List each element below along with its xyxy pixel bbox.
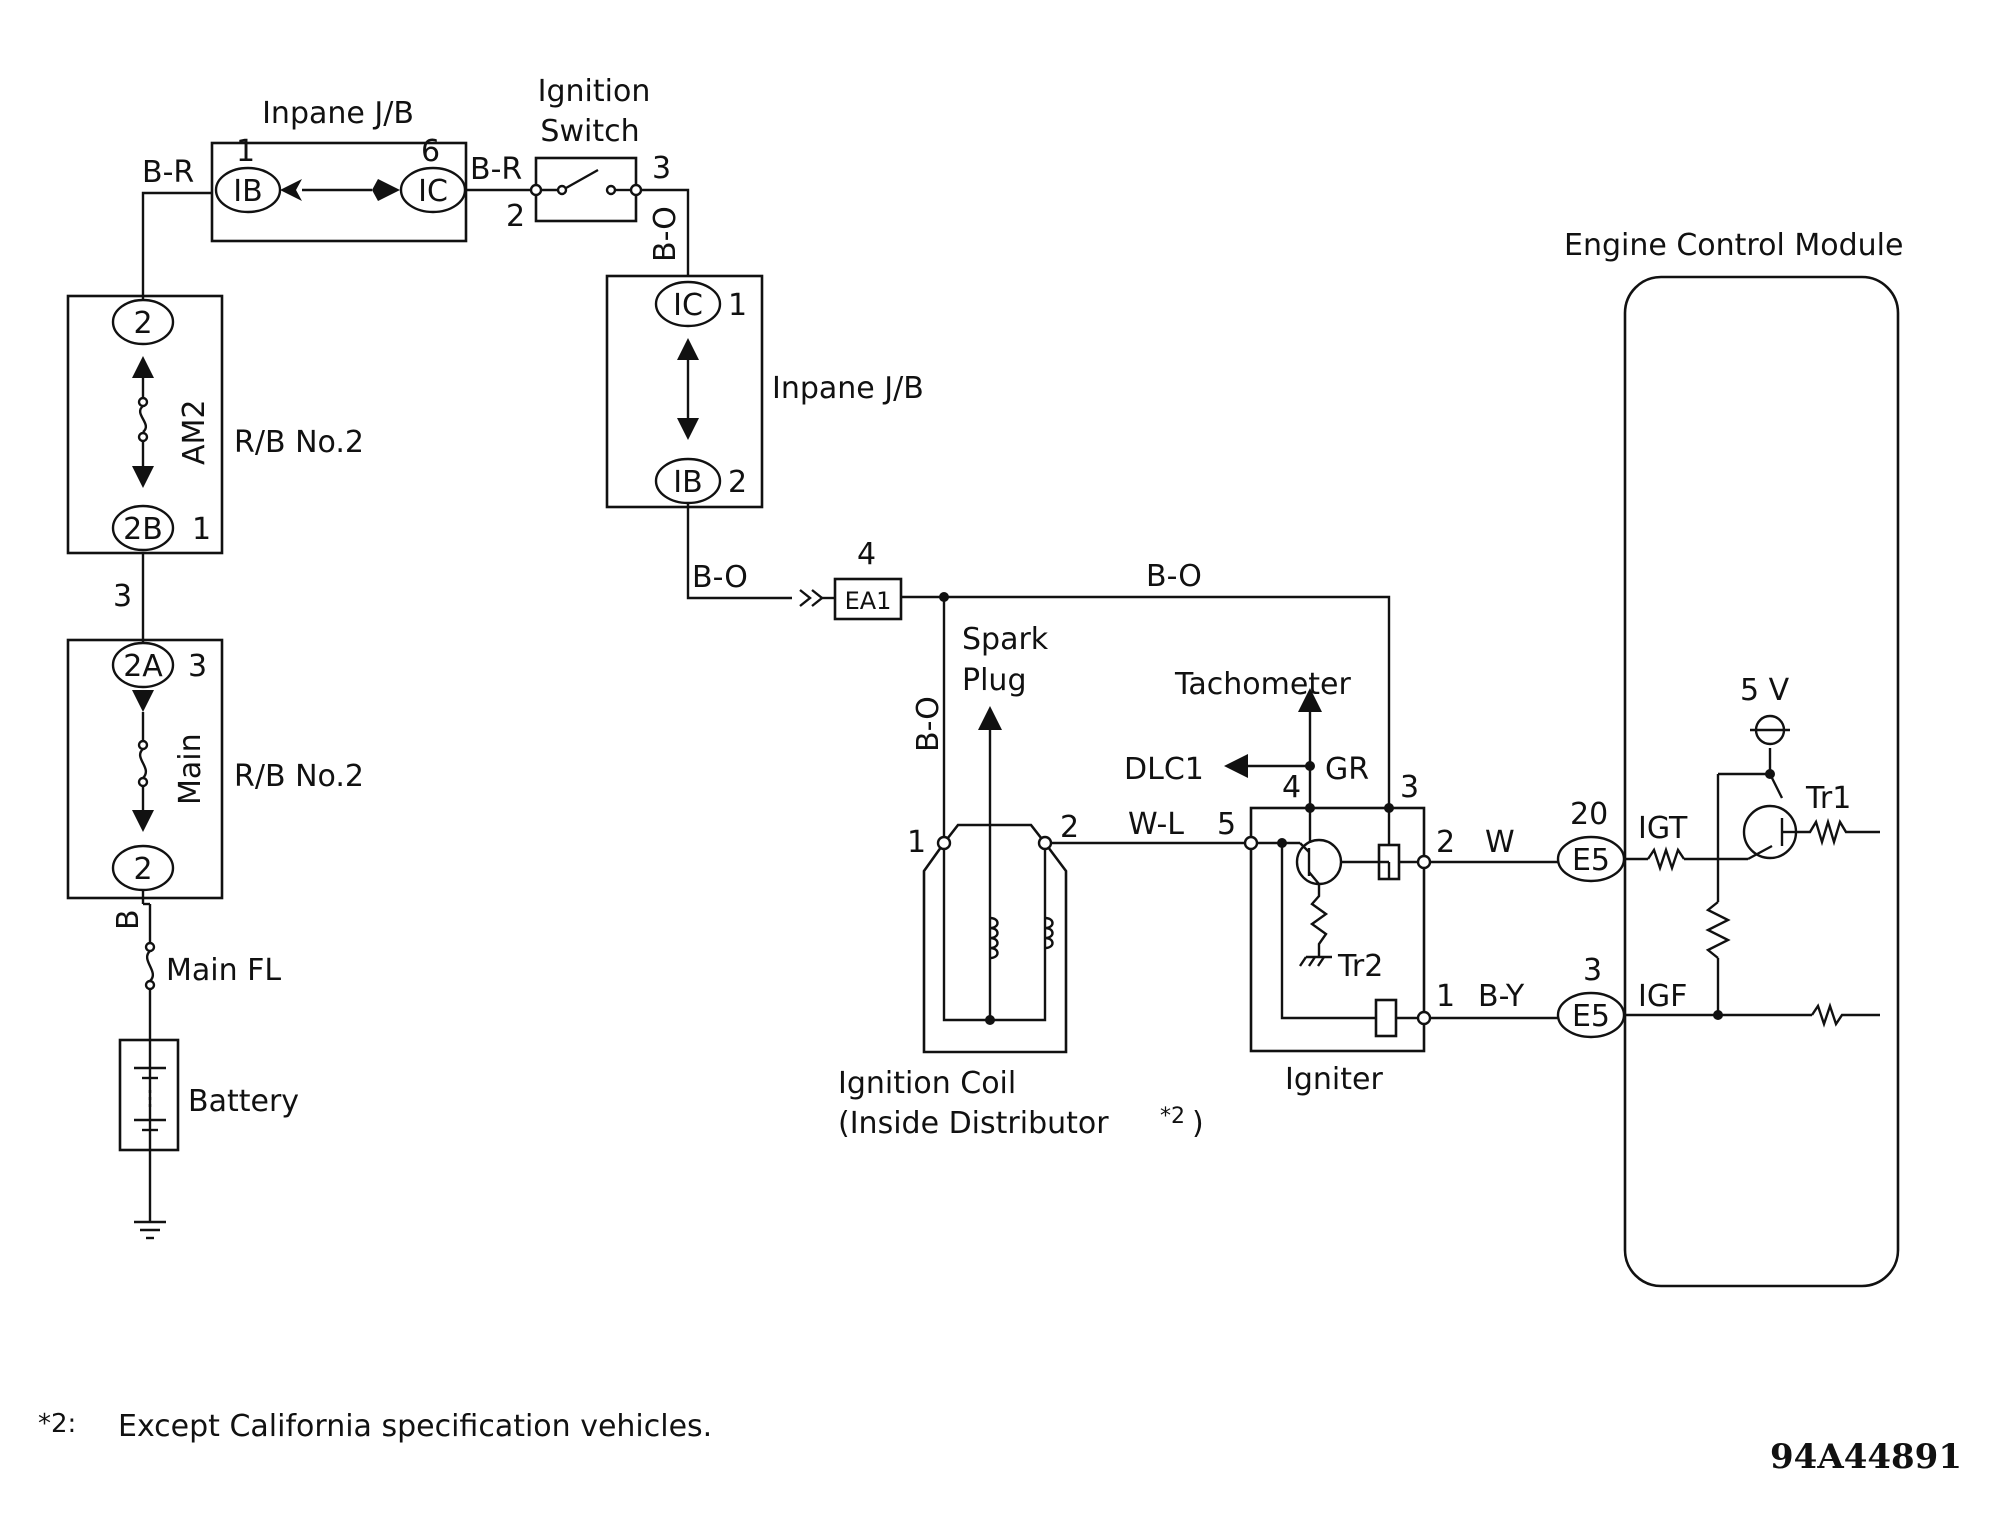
connector-2-lower-label: 2 — [133, 852, 152, 887]
inpane-jb-top-label: Inpane J/B — [262, 96, 414, 131]
wire-w-label: W — [1485, 825, 1515, 860]
battery-label: Battery — [188, 1084, 299, 1119]
battery — [118, 1038, 180, 1152]
pin-coil-1: 1 — [907, 825, 926, 860]
connector-ic-top-label: IC — [418, 174, 448, 209]
pin-ig-2: 2 — [1436, 825, 1455, 860]
connector-2a-label: 2A — [123, 649, 163, 684]
igf-label: IGF — [1638, 979, 1687, 1014]
pin-e5-20: 20 — [1570, 797, 1608, 832]
inpane-jb-right-box — [605, 274, 764, 509]
main-fl-label: Main FL — [166, 953, 281, 988]
ignition-coil-label-1: Ignition Coil — [838, 1066, 1016, 1101]
wire-br-label-2: B-R — [470, 152, 522, 187]
igniter-coil-lower — [1374, 998, 1398, 1038]
pin-mid-3: 3 — [113, 579, 132, 614]
pin-ig-5: 5 — [1217, 807, 1236, 842]
rb-no2-am2-box — [66, 294, 224, 555]
pin-coil-2: 2 — [1060, 810, 1079, 845]
pin-ib-2: 2 — [728, 465, 747, 500]
pin-e5-3: 3 — [1583, 953, 1602, 988]
spark-plug-label-1: Spark — [962, 622, 1049, 657]
connector-2b — [111, 504, 175, 552]
tachometer-label: Tachometer — [1174, 667, 1352, 702]
pin-ic-1: 1 — [728, 288, 747, 323]
connector-2-upper-label: 2 — [133, 306, 152, 341]
pin-jb-6: 6 — [421, 134, 440, 169]
inpane-jb-right-label: Inpane J/B — [772, 371, 924, 406]
dlc1-label: DLC1 — [1124, 752, 1204, 787]
connector-ic-right — [654, 280, 722, 328]
igt-label: IGT — [1638, 811, 1688, 846]
ecm-box — [1623, 275, 1900, 1288]
connector-ea1-label: EA1 — [845, 587, 892, 615]
ground-symbol — [134, 1150, 166, 1240]
footnote-mark-superscript: *2 — [1160, 1104, 1185, 1129]
pin-jb-1: 1 — [236, 134, 255, 169]
connector-ic-right-label: IC — [673, 288, 703, 323]
connector-2b-label: 2B — [123, 512, 163, 547]
igniter-label: Igniter — [1285, 1062, 1383, 1097]
connector-ib-right-label: IB — [673, 465, 702, 500]
am2-fuse-label: AM2 — [177, 400, 212, 466]
spark-plug-label-2: Plug — [962, 663, 1026, 698]
rb-no2-main-box — [66, 638, 224, 900]
wire-wl-label: W-L — [1128, 807, 1184, 842]
wire-gr-label: GR — [1325, 752, 1369, 787]
connector-e5-igt-label: E5 — [1572, 843, 1610, 878]
wire-b-label: B — [111, 909, 146, 930]
pin-ig-1: 1 — [1436, 979, 1455, 1014]
ignition-coil-label-2: (Inside Distributor — [838, 1106, 1109, 1141]
ignition-coil-label-paren: ) — [1192, 1106, 1204, 1141]
connector-ib-top-label: IB — [233, 174, 262, 209]
main-fl-fuse — [144, 904, 156, 1040]
pin-ig-3: 3 — [1400, 770, 1419, 805]
tr1-label: Tr1 — [1805, 781, 1851, 816]
wire-br-label-1: B-R — [142, 155, 194, 190]
pin-am2-1: 1 — [192, 512, 211, 547]
rb-no2-lower-label: R/B No.2 — [234, 759, 364, 794]
pin-main-3: 3 — [188, 649, 207, 684]
tr2-label: Tr2 — [1337, 949, 1383, 984]
connector-ea1 — [833, 577, 903, 621]
rb-no2-upper-label: R/B No.2 — [234, 425, 364, 460]
figure-id: 94A44891 — [1770, 1437, 1962, 1477]
main-fuse-label: Main — [173, 733, 208, 805]
connector-e5-igf-label: E5 — [1572, 999, 1610, 1034]
ecm-label: Engine Control Module — [1564, 228, 1903, 263]
igniter-box — [1249, 806, 1426, 1053]
footnote-mark: *2: — [38, 1409, 76, 1439]
wire-bo-label-top: B-O — [1146, 559, 1202, 594]
ignition-coil — [922, 706, 1068, 1054]
pin-sw-2: 2 — [506, 199, 525, 234]
wire-bo-label-ea1: B-O — [692, 560, 748, 595]
wire-bo-label-coil: B-O — [911, 696, 946, 752]
pin-sw-3: 3 — [652, 151, 671, 186]
wire-bo-label-vert: B-O — [648, 206, 683, 262]
ignition-switch-label-2: Switch — [540, 114, 639, 149]
five-v-label: 5 V — [1740, 673, 1790, 708]
pin-ea1-4: 4 — [857, 537, 876, 572]
footnote-text: Except California specification vehicles… — [118, 1409, 712, 1444]
wire-by-label: B-Y — [1478, 979, 1525, 1014]
pin-ig-4: 4 — [1282, 770, 1301, 805]
ignition-switch-label-1: Ignition — [538, 74, 651, 109]
